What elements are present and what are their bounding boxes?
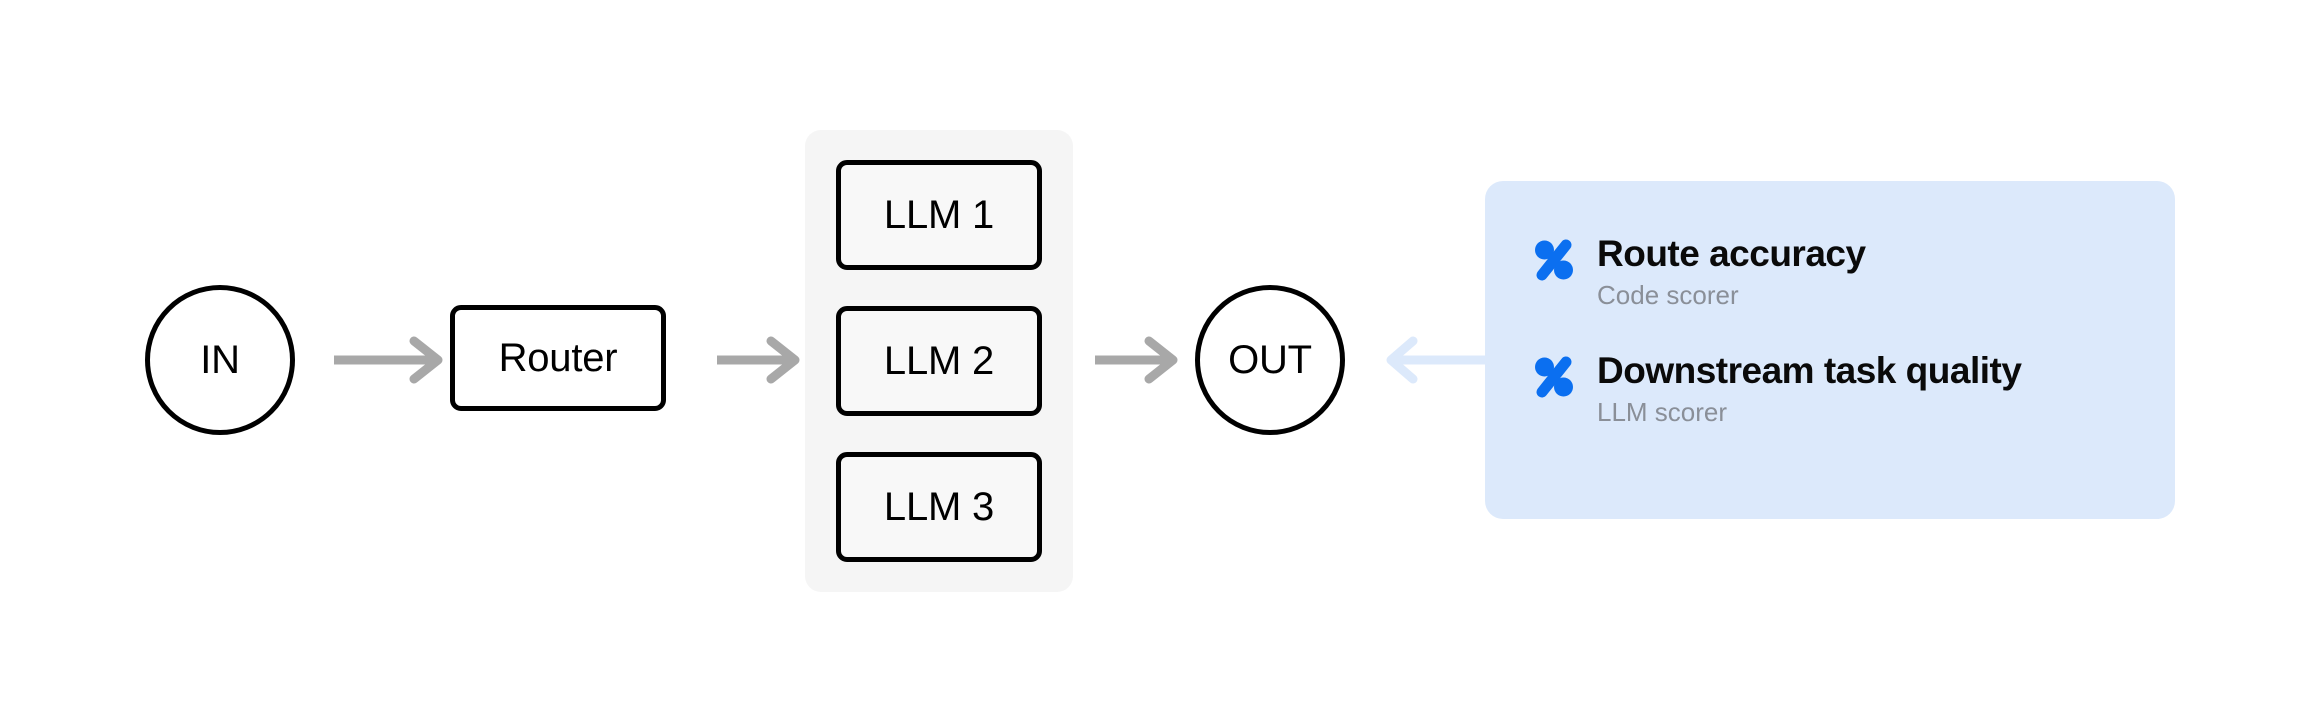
node-input-label: IN (200, 337, 240, 382)
llm-box-2-label: LLM 2 (883, 338, 995, 383)
percent-icon (1533, 356, 1575, 398)
arrow-llm-to-out (1093, 336, 1185, 384)
llm-box-3: LLM 3 (836, 452, 1042, 562)
scorer-subtitle: Code scorer (1597, 280, 1739, 311)
node-router-label: Router (498, 335, 618, 380)
scorer-title: Route accuracy (1597, 233, 1866, 274)
scorer-item: Downstream task quality LLM scorer (1533, 350, 2175, 431)
llm-box-1-label: LLM 1 (883, 192, 995, 237)
arrow-router-to-llm (715, 336, 807, 384)
scorer-text: Route accuracy Code scorer (1597, 233, 1866, 314)
llm-box-3-label: LLM 3 (883, 484, 995, 529)
llm-box-1: LLM 1 (836, 160, 1042, 270)
percent-icon (1533, 239, 1575, 281)
node-input: IN (145, 285, 295, 435)
scorer-text: Downstream task quality LLM scorer (1597, 349, 2022, 431)
node-output: OUT (1195, 285, 1345, 435)
scorer-subtitle: LLM scorer (1597, 396, 1728, 427)
llm-group: LLM 1 LLM 2 LLM 3 (805, 130, 1073, 592)
node-router: Router (450, 305, 666, 411)
scorer-card: Route accuracy Code scorer Downstream ta… (1485, 181, 2175, 519)
node-output-label: OUT (1228, 337, 1312, 382)
arrow-in-to-router (332, 336, 450, 384)
scorer-title: Downstream task quality (1597, 349, 2022, 391)
scorer-item: Route accuracy Code scorer (1533, 233, 2175, 314)
arrow-scorers-to-out (1385, 336, 1491, 384)
llm-box-2: LLM 2 (836, 306, 1042, 416)
